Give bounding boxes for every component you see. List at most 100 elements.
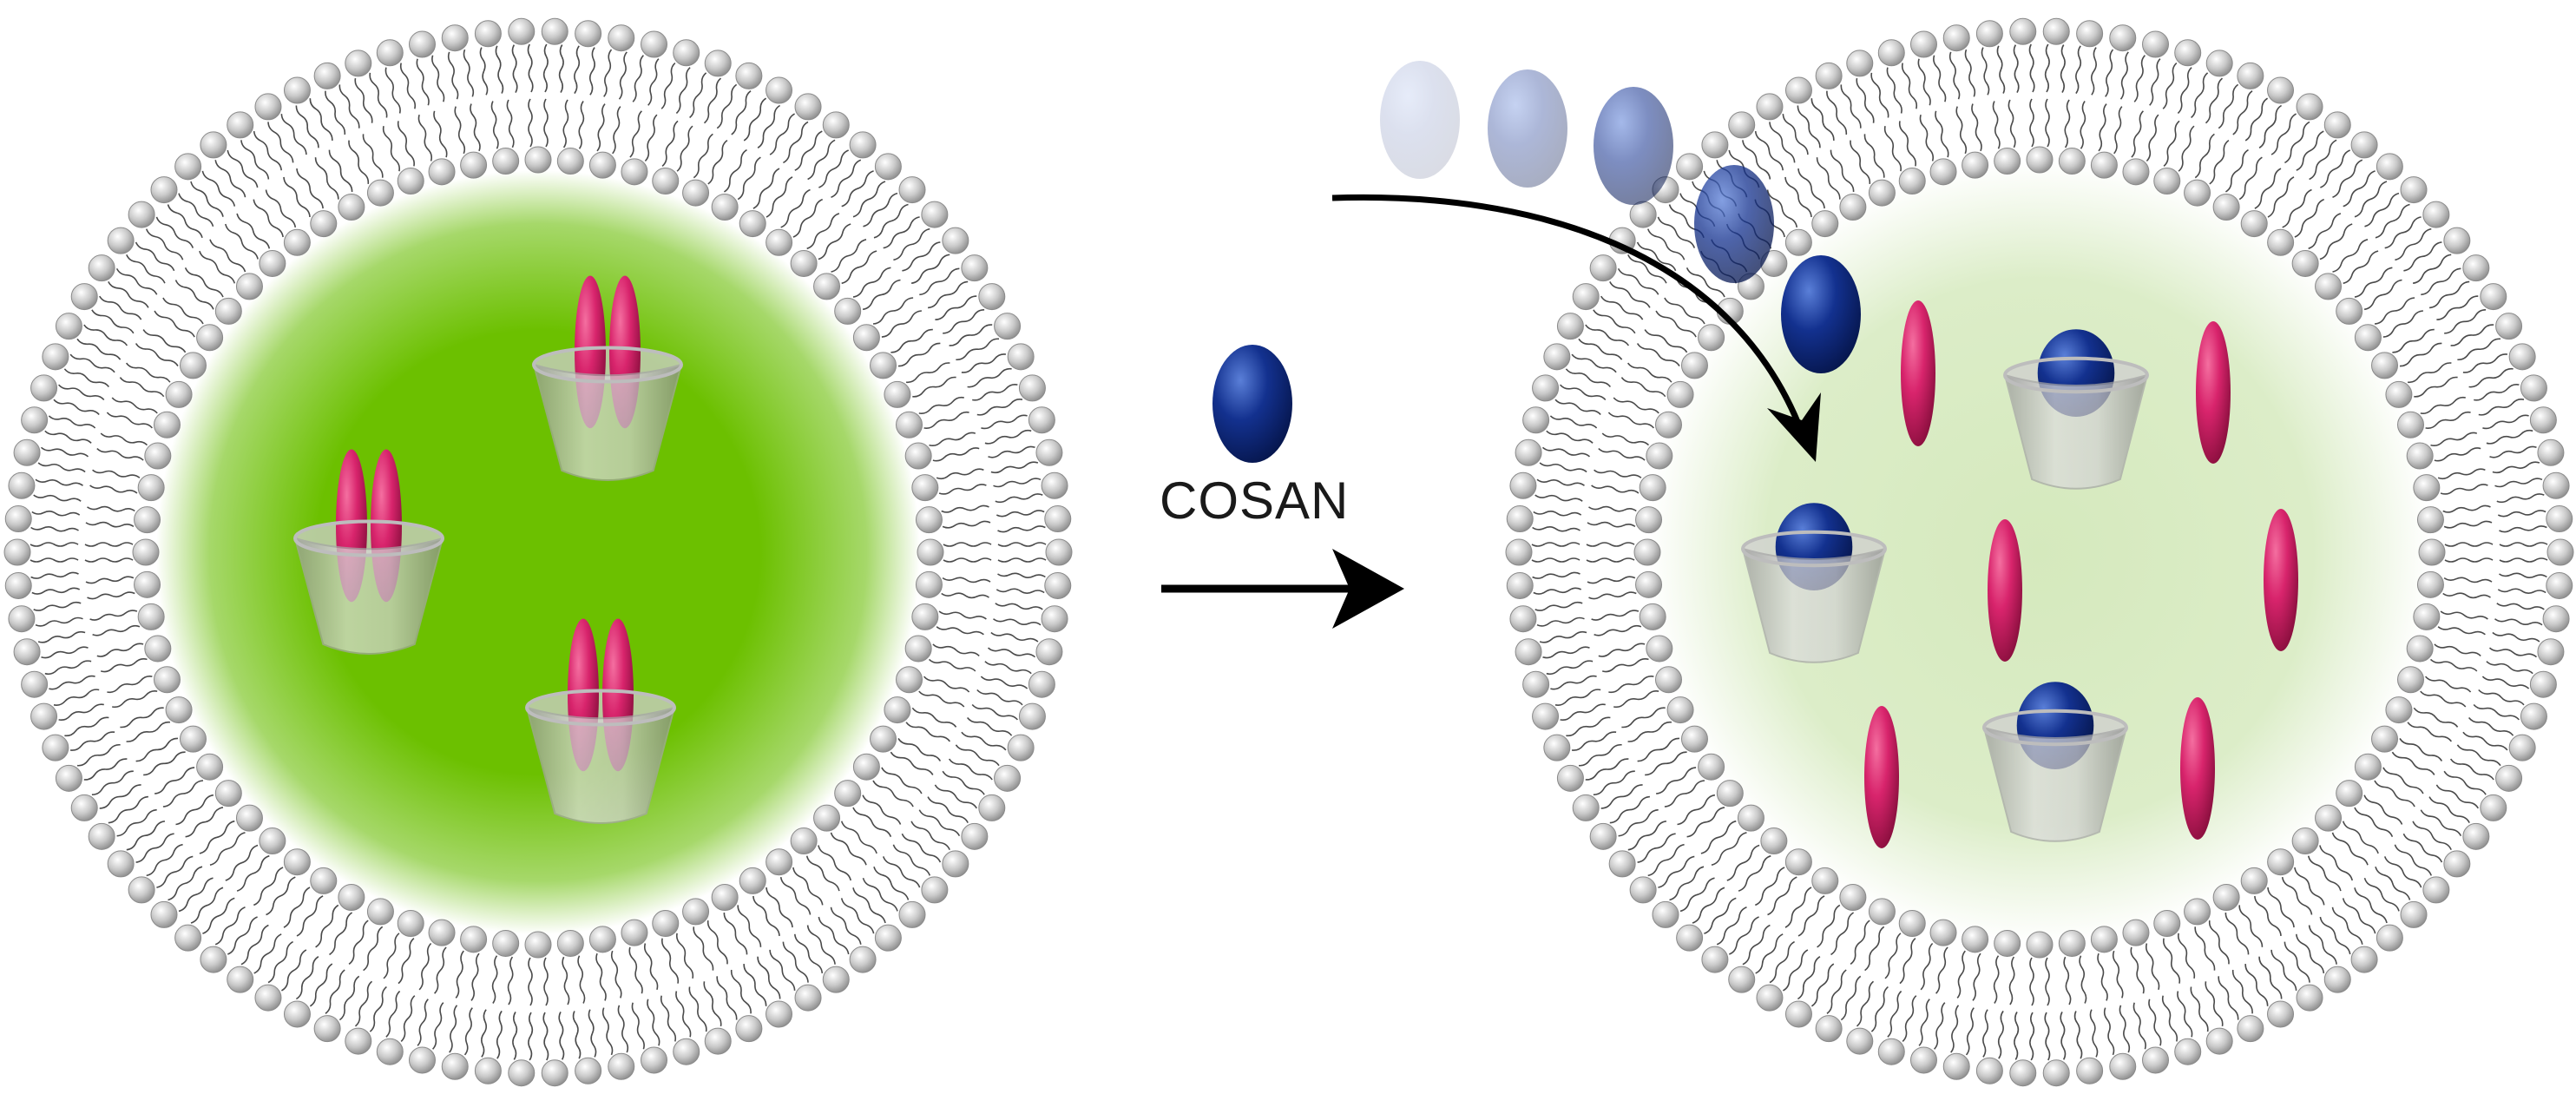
lipid-head [588, 926, 616, 953]
lipid-head [1680, 352, 1708, 379]
lipid-head [1646, 442, 1673, 470]
lipid-head [942, 850, 969, 878]
lipid-head [1532, 702, 1560, 730]
lipid-head [2291, 827, 2319, 855]
lipid-head [961, 822, 989, 850]
lipid-head [214, 297, 242, 325]
lipid-head [214, 780, 242, 808]
lipid-head [2416, 506, 2444, 534]
lipid-head [144, 442, 172, 470]
insertion-arrow [1331, 194, 1821, 462]
lipid-head [1045, 538, 1073, 566]
lipid-head [1784, 76, 1812, 104]
lipid-head [575, 20, 602, 48]
lipid-head [682, 179, 710, 207]
lipid-head [1760, 827, 1788, 855]
lipid-head [2422, 201, 2450, 228]
cosan-molecule-icon [1488, 69, 1567, 188]
lipid-head [711, 193, 739, 221]
lipid-head [345, 1027, 372, 1055]
lipid-head [1756, 93, 1784, 121]
lipid-head [283, 76, 311, 104]
lipid-head [55, 764, 82, 792]
lipid-head [428, 919, 456, 946]
lipid-head [2529, 670, 2557, 698]
lipid-head [310, 210, 338, 238]
lipid-head [2537, 638, 2565, 666]
lipid-head [200, 131, 227, 159]
lipid-head [2174, 39, 2202, 67]
dye-molecule [2180, 697, 2215, 840]
lipid-head [42, 734, 69, 761]
lipid-head [673, 1038, 700, 1065]
lipid-head [1522, 406, 1550, 434]
lipid-head [2546, 538, 2574, 566]
lipid-head [904, 635, 932, 663]
lipid-head [30, 702, 58, 730]
lipid-head [2350, 131, 2378, 159]
lipid-head [896, 666, 923, 694]
lipid-head [283, 848, 311, 876]
dye-molecule [1864, 706, 1899, 848]
lipid-head [2413, 474, 2441, 502]
lipid-head [2462, 254, 2490, 282]
lipid-head [2009, 1059, 2037, 1087]
lipid-head [174, 153, 202, 181]
lipid-head [1716, 780, 1744, 808]
lipid-head [1962, 151, 1989, 179]
lipid-head [2406, 442, 2434, 470]
lipid-head [652, 167, 680, 194]
lipid-head [137, 474, 165, 502]
lipid-head [1975, 1057, 2003, 1085]
lipid-head [921, 876, 949, 904]
lipid-head [30, 374, 58, 402]
lipid-head [492, 148, 520, 175]
lipid-head [2400, 900, 2428, 928]
lipid-head [834, 297, 862, 325]
lipid-head [2508, 343, 2536, 371]
lipid-head [524, 146, 552, 174]
lipid-head [834, 780, 862, 808]
lipid-head [441, 24, 469, 52]
lipid-head [1929, 158, 1957, 186]
lipid-head [2058, 929, 2086, 957]
lipid-head [1877, 1038, 1905, 1065]
lipid-head [852, 753, 880, 781]
lipid-head [107, 227, 135, 254]
lipid-head [2462, 822, 2490, 850]
lipid-head [849, 131, 877, 159]
lipid-head [2076, 1057, 2104, 1085]
lipid-head [2495, 764, 2523, 792]
host-dye-complex [525, 618, 676, 824]
lipid-head [1654, 411, 1682, 438]
lipid-head [200, 946, 227, 973]
lipid-head [822, 111, 850, 139]
lipid-head [2026, 146, 2054, 174]
lipid-head [2296, 93, 2323, 121]
lipid-head [874, 153, 902, 181]
lipid-head [2212, 193, 2240, 221]
lipid-head [790, 827, 818, 855]
lipid-head [735, 62, 763, 89]
lipid-head [1676, 924, 1704, 952]
lipid-head [235, 273, 263, 300]
lipid-head [794, 984, 822, 1012]
lipid-head [42, 343, 69, 371]
lipid-head [2416, 570, 2444, 598]
lipid-head [313, 1015, 341, 1043]
lipid-head [2315, 273, 2343, 300]
lipid-head [13, 638, 41, 666]
lipid-head [2142, 30, 2170, 58]
lipid-head [1994, 929, 2021, 957]
lipid-head [310, 867, 338, 894]
lipid-head [2058, 148, 2086, 175]
lipid-head [2323, 111, 2351, 139]
host-dye-complex [293, 449, 444, 655]
lipid-head [682, 898, 710, 926]
lipid-head [1532, 374, 1560, 402]
lipid-head [608, 1052, 635, 1080]
lipid-head [1868, 898, 1896, 926]
lipid-head [884, 696, 911, 724]
lipid-head [2529, 406, 2557, 434]
